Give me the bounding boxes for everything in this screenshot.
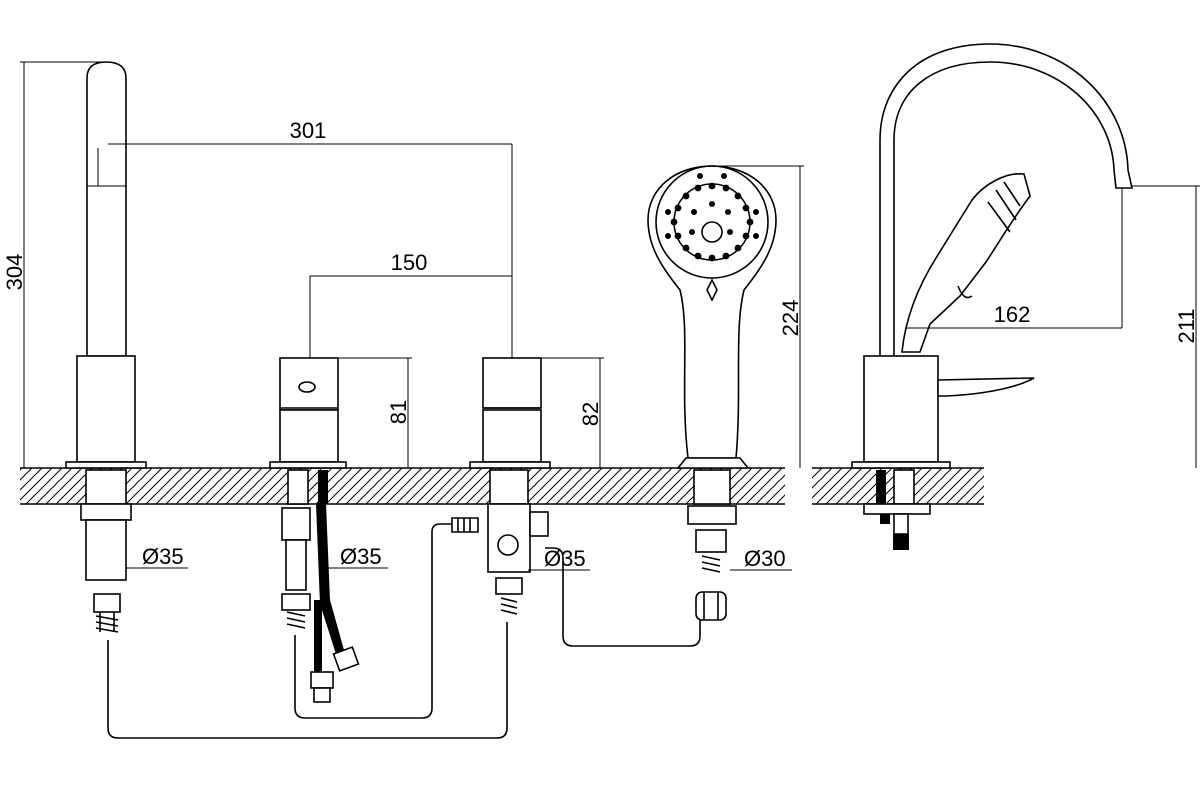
dim-label-dia-spout: Ø35 bbox=[142, 544, 184, 569]
shower-nozzles bbox=[665, 173, 759, 262]
bath-spout bbox=[65, 61, 147, 633]
dim-label-150: 150 bbox=[391, 250, 428, 275]
dim-label-224: 224 bbox=[778, 300, 803, 337]
dimension-spout-side-height: 211 bbox=[1132, 185, 1200, 468]
hole-diameter-spout: Ø35 bbox=[126, 544, 188, 569]
dim-label-304: 304 bbox=[2, 254, 27, 291]
hole-diameter-hand-shower: Ø30 bbox=[730, 546, 792, 571]
dimension-valve-spacing: 150 bbox=[309, 250, 512, 358]
dim-label-82: 82 bbox=[578, 402, 603, 426]
dimension-spout-reach: 162 bbox=[906, 188, 1123, 329]
left-valve-handle bbox=[269, 357, 360, 703]
connection-hoses bbox=[107, 523, 701, 739]
dim-label-162: 162 bbox=[994, 302, 1031, 327]
dim-label-dia-right: Ø35 bbox=[544, 546, 586, 571]
dimension-spout-to-valve: 301 bbox=[108, 118, 513, 358]
dim-label-211: 211 bbox=[1174, 308, 1199, 343]
dim-label-301: 301 bbox=[290, 118, 327, 143]
dim-label-81: 81 bbox=[386, 400, 411, 424]
dim-label-dia-shower: Ø30 bbox=[744, 546, 786, 571]
dimension-left-valve-height: 81 bbox=[338, 357, 412, 468]
spout-side-view bbox=[851, 43, 1133, 550]
hand-shower bbox=[647, 165, 777, 621]
hole-diameter-left-valve: Ø35 bbox=[326, 544, 388, 569]
right-valve-handle bbox=[451, 357, 551, 615]
dimension-hand-shower-length: 224 bbox=[712, 165, 804, 468]
hole-diameter-right-valve: Ø35 bbox=[528, 546, 590, 571]
dim-label-dia-left: Ø35 bbox=[340, 544, 382, 569]
dimension-right-valve-height: 82 bbox=[541, 357, 604, 468]
dimension-spout-height: 304 bbox=[2, 61, 106, 468]
